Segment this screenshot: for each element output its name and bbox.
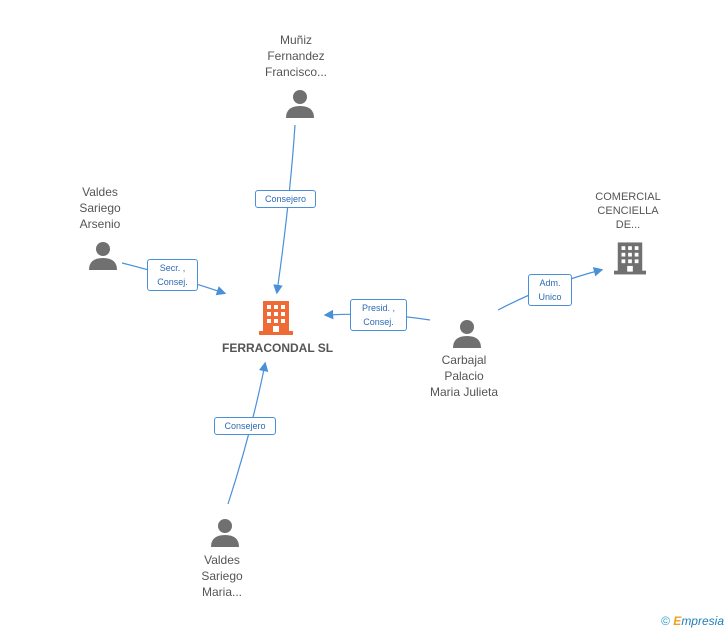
person-icon[interactable]: [452, 318, 482, 348]
label-line: Sariego: [79, 201, 121, 215]
label-line: Carbajal: [441, 353, 487, 367]
brand-logo-initial: E: [673, 614, 682, 628]
edge-label-text: Consejero: [264, 194, 307, 204]
label-line: Sariego: [201, 569, 243, 583]
edge-label-consejero-top[interactable]: Consejero: [255, 190, 316, 208]
edge-label-text: Presid. ,: [361, 303, 395, 313]
person-icon[interactable]: [88, 240, 118, 270]
edge-muniz: [273, 124, 296, 295]
edge-label-text: Secr. ,: [159, 263, 186, 273]
copyright-icon: ©: [661, 614, 670, 628]
edge-label-presid-consej[interactable]: Presid. , Consej.: [350, 299, 407, 331]
label-line: COMERCIAL: [595, 191, 661, 203]
person-icon[interactable]: [285, 88, 315, 118]
company-label-comercial[interactable]: COMERCIAL CENCIELLA DE...: [553, 190, 703, 232]
brand-footer: © Empresia: [661, 614, 724, 628]
edge-label-text: Consej.: [363, 317, 394, 327]
label-line: Palacio: [444, 369, 484, 383]
person-label-valdes-maria[interactable]: Valdes Sariego Maria...: [147, 552, 297, 600]
company-building-icon[interactable]: [259, 299, 293, 335]
edge-label-adm-unico[interactable]: Adm. Unico: [528, 274, 572, 306]
edge-label-text: Consej.: [157, 277, 188, 287]
center-company-name[interactable]: FERRACONDAL SL: [222, 341, 334, 355]
edge-label-consejero-bottom[interactable]: Consejero: [214, 417, 276, 435]
edge-label-secr-consej[interactable]: Secr. , Consej.: [147, 259, 198, 291]
person-icon[interactable]: [210, 517, 240, 547]
label-line: Maria Julieta: [429, 385, 499, 399]
label-line: Maria...: [201, 585, 242, 599]
edge-label-text: Unico: [538, 292, 562, 302]
person-label-carbajal[interactable]: Carbajal Palacio Maria Julieta: [389, 352, 539, 400]
person-label-muniz[interactable]: Muñiz Fernandez Francisco...: [221, 32, 371, 80]
label-line: DE...: [615, 219, 641, 231]
company-building-icon[interactable]: [614, 240, 646, 275]
label-line: CENCIELLA: [597, 205, 659, 217]
brand-logo-text: mpresia: [681, 614, 724, 628]
label-line: Valdes: [204, 553, 240, 567]
label-line: Francisco...: [264, 65, 327, 79]
person-label-valdes-arsenio[interactable]: Valdes Sariego Arsenio: [25, 184, 175, 232]
label-line: Valdes: [82, 185, 118, 199]
label-line: Fernandez: [267, 49, 325, 63]
edge-label-text: Adm.: [539, 278, 561, 288]
edge-label-text: Consejero: [224, 421, 266, 431]
label-line: Muñiz: [279, 33, 312, 47]
label-line: Arsenio: [79, 217, 121, 231]
